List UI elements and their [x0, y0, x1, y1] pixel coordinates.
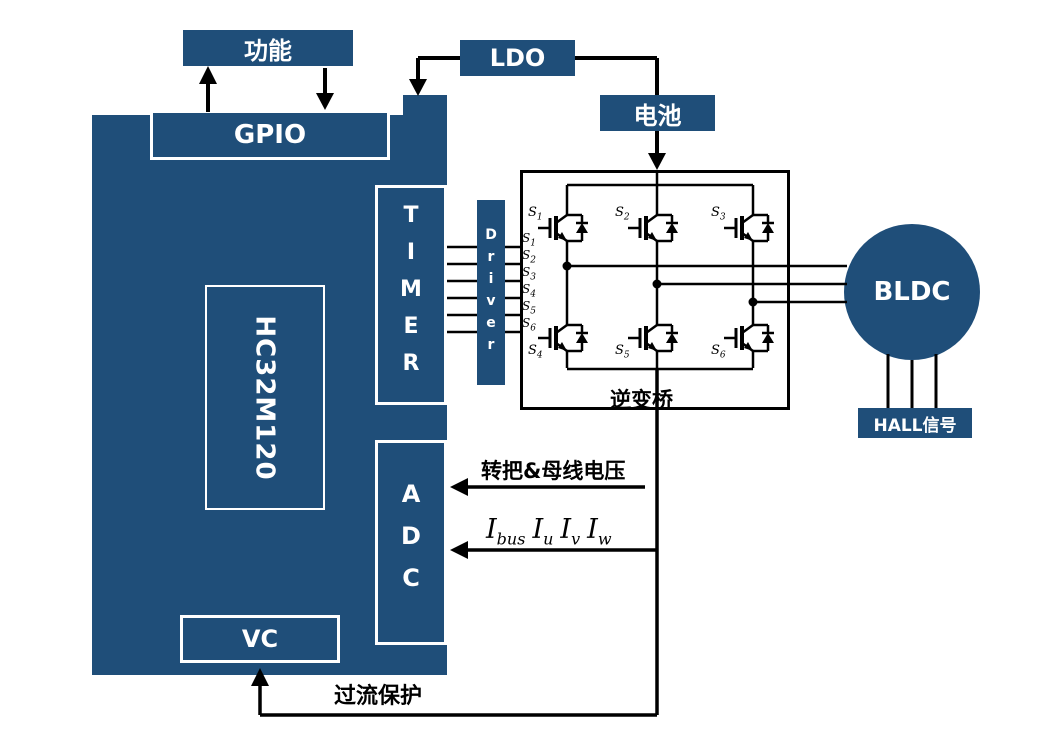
bridge-switch-label: S2: [615, 205, 630, 223]
mcu-block-step: [403, 95, 447, 117]
driver-line-label: S5: [522, 299, 536, 317]
battery-label: 电池: [633, 101, 682, 130]
hall-label: HALL信号: [873, 415, 957, 436]
driver-line-label: S4: [522, 282, 536, 300]
bridge-switch-label: S6: [711, 343, 726, 361]
adc-label: ADC: [397, 479, 425, 606]
current-label: Iw: [587, 514, 612, 549]
current-label: Iu: [532, 514, 554, 549]
phase-current-labels: Ibus Iu Iv Iw: [486, 514, 612, 548]
inverter-bridge-box: [520, 170, 790, 410]
hall-wires: [886, 354, 938, 408]
bldc-label: BLDC: [873, 277, 951, 307]
adc-box: ADC: [375, 440, 447, 645]
function-label: 功能: [244, 36, 292, 65]
bridge-switch-label: S5: [615, 343, 630, 361]
driver-label: Driver: [483, 226, 499, 359]
bridge-switch-label: S3: [711, 205, 726, 223]
ldo-box: LDO: [460, 40, 575, 76]
overcurrent-protection-label: 过流保护: [334, 684, 423, 709]
hall-box: HALL信号: [858, 408, 972, 438]
bldc-motor: BLDC: [844, 224, 980, 360]
vc-label: VC: [241, 625, 279, 653]
mcu-inner-box: HC32M120: [205, 285, 325, 510]
throttle-bus-voltage-label: 转把&母线电压: [481, 459, 626, 483]
bridge-switch-label: S4: [528, 343, 543, 361]
function-box: 功能: [183, 30, 353, 66]
driver-line-label: S1: [522, 231, 536, 249]
gpio-box: GPIO: [150, 110, 390, 160]
gpio-function-arrows: [199, 66, 334, 112]
inverter-bridge-label: 逆变桥: [610, 388, 673, 412]
timer-box: TIMER: [375, 185, 447, 405]
timer-label: TIMER: [398, 202, 424, 388]
battery-wire: [648, 131, 666, 170]
current-label: Ibus: [486, 514, 526, 549]
driver-line-label: S2: [522, 248, 536, 266]
vc-box: VC: [180, 615, 340, 663]
driver-box: Driver: [477, 200, 505, 385]
ldo-label: LDO: [489, 44, 546, 72]
current-label: Iv: [560, 514, 581, 549]
driver-line-label: S3: [522, 265, 536, 283]
mcu-label: HC32M120: [250, 314, 281, 481]
battery-box: 电池: [600, 95, 715, 131]
gpio-label: GPIO: [233, 120, 307, 150]
bridge-switch-label: S1: [528, 205, 543, 223]
driver-line-label: S6: [522, 316, 536, 334]
